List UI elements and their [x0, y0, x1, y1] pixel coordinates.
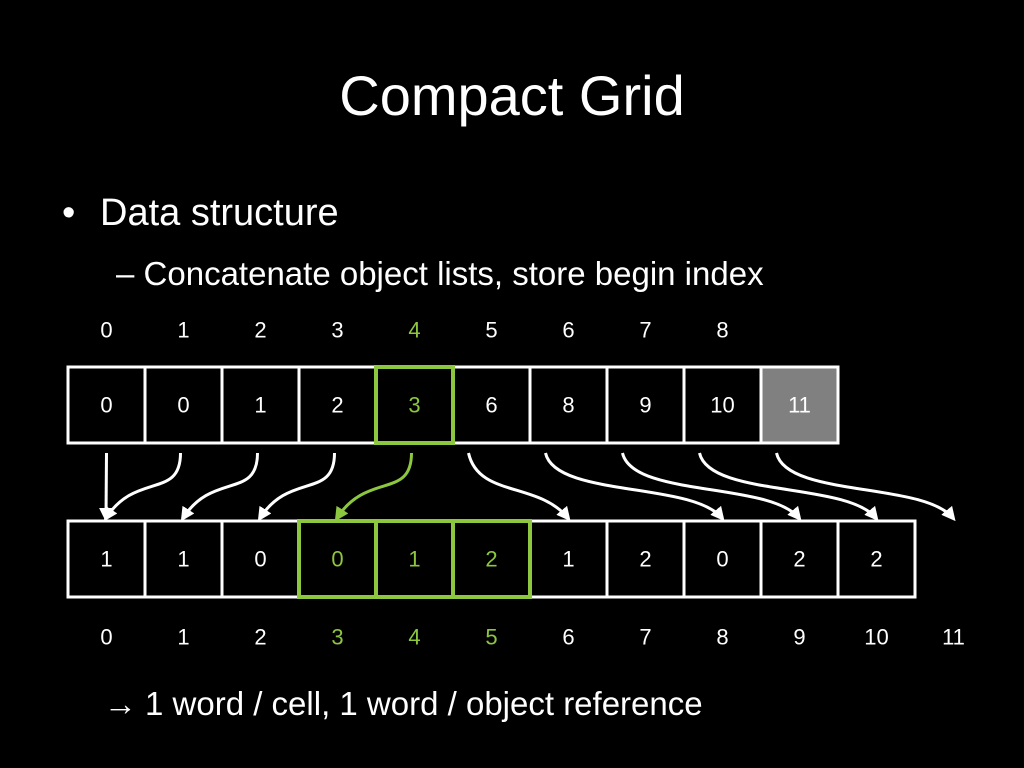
begin-index-label: 5 [485, 318, 497, 343]
begin-index-label: 0 [100, 318, 112, 343]
object-list-index-label: 7 [639, 625, 651, 650]
reference-arrows [99, 452, 956, 522]
reference-arrow [257, 452, 336, 522]
reference-arrow [544, 452, 725, 522]
object-list-cell [836, 519, 917, 599]
sentinel-cell [759, 365, 840, 445]
object-list-index-label: 5 [485, 625, 497, 650]
footer-note: →1 word / cell, 1 word / object referenc… [104, 684, 703, 724]
object-list-value: 0 [716, 547, 728, 572]
object-list-value: 2 [793, 547, 805, 572]
object-list-value: 1 [100, 547, 112, 572]
begin-index-label: 3 [331, 318, 343, 343]
begin-index-value: 2 [331, 393, 343, 418]
highlight-arrow [334, 452, 413, 522]
object-list-cell [220, 519, 301, 599]
object-list-value: 1 [177, 547, 189, 572]
begin-index-labels: 0 1 2 3 4 5 6 7 8 [100, 318, 728, 343]
object-list-index-label: 9 [793, 625, 805, 650]
sub-bullet-concatenate: – Concatenate object lists, store begin … [116, 254, 764, 294]
object-list-value: 2 [485, 547, 497, 572]
reference-arrow [775, 452, 956, 522]
bullet-data-structure: • Data structure [62, 190, 339, 236]
object-list-cell [605, 519, 686, 599]
begin-index-cell [451, 365, 532, 445]
begin-index-label: 7 [639, 318, 651, 343]
object-list-index-labels: 0 1 2 3 4 5 6 7 8 9 10 11 [100, 625, 965, 650]
begin-index-value: 9 [639, 393, 651, 418]
object-list-index-label: 2 [254, 625, 266, 650]
object-list-value: 1 [562, 547, 574, 572]
object-list-value: 0 [331, 547, 343, 572]
reference-arrow [698, 452, 879, 522]
object-list-index-label: 4 [408, 625, 420, 650]
sub-bullet-marker: – [116, 255, 135, 292]
begin-index-label: 2 [254, 318, 266, 343]
object-list-index-label: 1 [177, 625, 189, 650]
reference-arrow [467, 452, 571, 522]
object-list-array: 1 1 0 0 1 2 1 2 0 2 2 [66, 519, 917, 599]
object-list-cell [143, 519, 224, 599]
object-list-index-label: 3 [331, 625, 343, 650]
begin-index-value: 11 [788, 393, 811, 418]
object-list-index-label: 10 [864, 625, 888, 650]
footer-text: 1 word / cell, 1 word / object reference [145, 685, 703, 722]
highlight-frame-top [374, 365, 455, 445]
begin-index-value: 6 [485, 393, 497, 418]
begin-index-cell [605, 365, 686, 445]
begin-index-label: 6 [562, 318, 574, 343]
object-list-index-label: 8 [716, 625, 728, 650]
begin-index-value: 1 [254, 393, 266, 418]
sub-bullet-text: Concatenate object lists, store begin in… [143, 255, 764, 292]
object-list-index-label: 6 [562, 625, 574, 650]
begin-index-value: 10 [710, 393, 734, 418]
object-list-index-label: 0 [100, 625, 112, 650]
begin-index-label: 1 [177, 318, 189, 343]
bullet-text: Data structure [100, 192, 339, 234]
object-list-cell [451, 519, 532, 599]
object-list-value: 2 [639, 547, 651, 572]
object-list-cell [374, 519, 455, 599]
begin-index-value: 0 [100, 393, 112, 418]
begin-index-label: 8 [716, 318, 728, 343]
begin-index-cell [528, 365, 609, 445]
right-arrow-icon: → [104, 685, 137, 722]
object-list-cell [528, 519, 609, 599]
begin-index-value: 8 [562, 393, 574, 418]
begin-index-value: 3 [408, 393, 420, 418]
highlight-frame-bottom [451, 519, 532, 599]
reference-arrow [99, 452, 114, 522]
object-list-value: 2 [870, 547, 882, 572]
begin-index-array: 0 0 1 2 3 6 8 9 10 11 [66, 365, 840, 445]
bullet-marker: • [62, 192, 76, 234]
begin-index-label: 4 [408, 318, 420, 343]
reference-arrow [103, 452, 182, 522]
begin-index-cell [66, 365, 147, 445]
reference-arrow [621, 452, 802, 522]
begin-index-value: 0 [177, 393, 189, 418]
object-list-value: 0 [254, 547, 266, 572]
object-list-cell [66, 519, 147, 599]
object-list-cell [759, 519, 840, 599]
object-list-index-label: 11 [942, 625, 965, 650]
reference-arrow [180, 452, 259, 522]
object-list-value: 1 [408, 547, 420, 572]
slide-title: Compact Grid [339, 64, 685, 127]
